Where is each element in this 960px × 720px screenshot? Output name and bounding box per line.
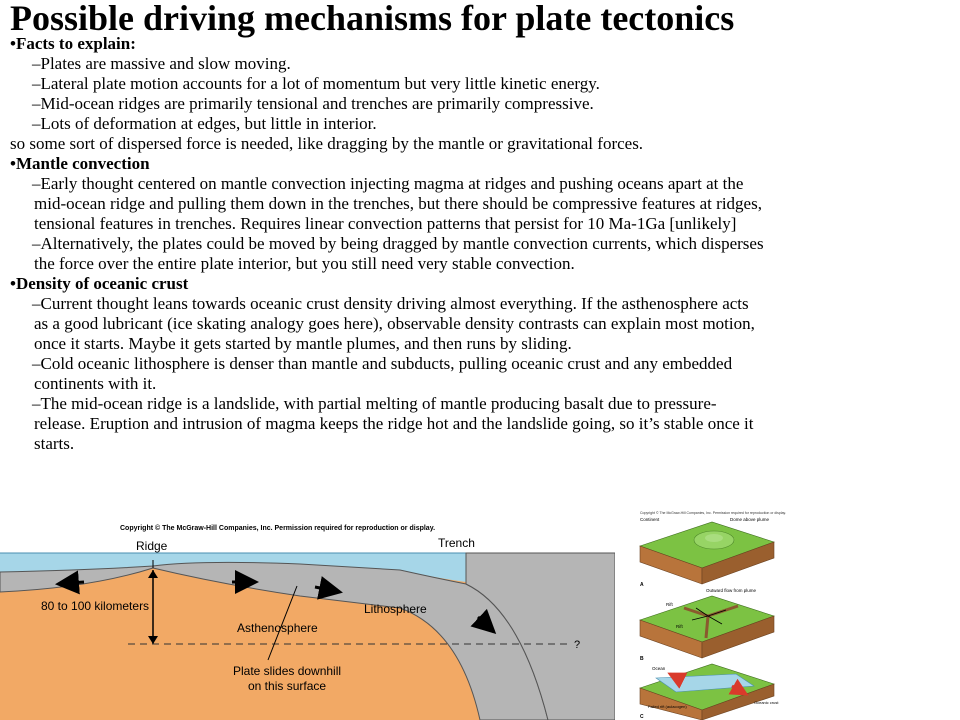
facts-conclusion: so some sort of dispersed force is neede… — [10, 134, 644, 153]
facts-heading: •Facts to explain: — [10, 34, 136, 53]
convection-item-2-line: the force over the entire plate interior… — [34, 254, 575, 273]
asthenosphere-label: Asthenosphere — [237, 621, 318, 635]
dome-label: Dome above plume — [730, 517, 770, 522]
ridge-label: Ridge — [136, 539, 168, 553]
motion-arrow-left — [55, 570, 85, 595]
label-c: C — [640, 714, 644, 720]
ocean-label: Ocean — [652, 666, 666, 671]
panel-b: Outward flow from plume Rift Rift B — [639, 588, 775, 662]
density-item-3-line: –The mid-ocean ridge is a landslide, wit… — [32, 394, 717, 413]
rift-label-1: Rift — [666, 602, 673, 607]
density-item-1-line: once it starts. Maybe it gets started by… — [34, 334, 572, 353]
outward-flow-arrows — [691, 607, 727, 625]
continent-label: Continent — [640, 517, 660, 522]
motion-arrow-right-2 — [314, 576, 343, 600]
density-item-1-line: as a good lubricant (ice skating analogy… — [34, 314, 755, 333]
panel-c-side — [701, 683, 775, 720]
question-mark: ? — [574, 639, 580, 651]
thickness-arrow-bottom — [148, 636, 158, 644]
main-text: •Facts to explain: –Plates are massive a… — [10, 34, 955, 454]
convection-item-1-line: mid-ocean ridge and pulling them down in… — [34, 194, 762, 213]
oceanic-crust-label: Oceanic crust — [754, 700, 779, 705]
facts-item: –Plates are massive and slow moving. — [32, 54, 291, 73]
page-title: Possible driving mechanisms for plate te… — [10, 0, 735, 38]
panel-b-side — [701, 615, 775, 659]
rifting-stages-figure: Copyright © The McGraw-Hill Companies, I… — [636, 508, 800, 720]
ridge-trench-cross-section: Copyright © The McGraw-Hill Companies, I… — [0, 520, 615, 720]
thickness-arrow-top — [148, 570, 158, 578]
spreading-arrow-right — [728, 678, 749, 696]
panel-c-front — [639, 687, 703, 720]
convection-item-2-line: –Alternatively, the plates could be move… — [32, 234, 764, 253]
slide-leader-line — [267, 585, 298, 661]
ocean-water — [0, 553, 466, 582]
motion-arrow-down — [470, 608, 497, 635]
density-item-2-line: continents with it. — [34, 374, 157, 393]
lithosphere-label: Lithosphere — [364, 602, 427, 616]
thickness-label: 80 to 100 kilometers — [41, 599, 149, 613]
rift-label-2: Rift — [676, 624, 683, 629]
spreading-arrow-left — [667, 672, 688, 689]
panel-a: Continent Dome above plume A — [639, 517, 775, 588]
slide-label-line-2: on this surface — [248, 679, 326, 693]
density-item-3-line: starts. — [34, 434, 75, 453]
convection-heading: •Mantle convection — [10, 154, 150, 173]
facts-item: –Lateral plate motion accounts for a lot… — [32, 74, 600, 93]
facts-item: –Mid-ocean ridges are primarily tensiona… — [32, 94, 594, 113]
trench-label: Trench — [438, 536, 475, 550]
panel-c: Ocean Failed rift (aulacogen) Oceanic cr… — [639, 663, 779, 720]
failed-rift-label: Failed rift (aulacogen) — [648, 704, 687, 709]
convection-item-1-line: tensional features in trenches. Requires… — [34, 214, 737, 233]
label-a: A — [640, 582, 644, 588]
convection-item-1-line: –Early thought centered on mantle convec… — [32, 174, 744, 193]
density-item-1-line: –Current thought leans towards oceanic c… — [32, 294, 749, 313]
panel-a-side — [701, 541, 775, 585]
outward-flow-label: Outward flow from plume — [706, 588, 757, 593]
slide-label-line-1: Plate slides downhill — [233, 664, 341, 678]
plume-dome-top — [705, 534, 723, 542]
rift-copyright: Copyright © The McGraw-Hill Companies, I… — [640, 511, 786, 515]
density-item-2-line: –Cold oceanic lithosphere is denser than… — [32, 354, 733, 373]
facts-item: –Lots of deformation at edges, but littl… — [32, 114, 377, 133]
density-heading: •Density of oceanic crust — [10, 274, 189, 293]
density-item-3-line: release. Eruption and intrusion of magma… — [34, 414, 754, 433]
copyright-text: Copyright © The McGraw-Hill Companies, I… — [120, 524, 435, 532]
label-b: B — [640, 656, 644, 662]
